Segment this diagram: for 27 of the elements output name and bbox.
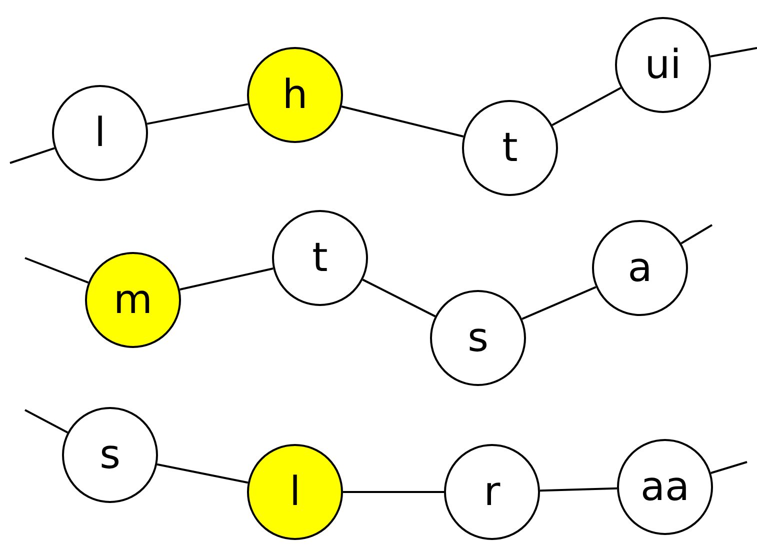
- letter-label: s: [468, 318, 488, 358]
- connector-line: [710, 47, 757, 58]
- letter-label: s: [100, 435, 120, 475]
- connector-line: [552, 87, 622, 126]
- letter-label: l: [94, 113, 106, 153]
- connector-line: [24, 257, 89, 284]
- letter-label: ui: [644, 45, 682, 85]
- connector-line: [341, 106, 464, 138]
- connector-line: [146, 103, 248, 125]
- letter-label: l: [289, 472, 301, 512]
- letter-label: h: [282, 75, 308, 115]
- connector-line: [362, 278, 436, 318]
- connector-line: [343, 491, 444, 493]
- connector-line: [24, 409, 68, 434]
- letter-label: a: [628, 248, 652, 288]
- letter-label: t: [502, 128, 518, 168]
- connector-line: [180, 268, 274, 290]
- letter-label: t: [312, 238, 328, 278]
- connector-line: [156, 463, 248, 484]
- connector-line: [540, 487, 618, 492]
- letter-label: m: [114, 280, 152, 320]
- letter-label: aa: [640, 467, 690, 507]
- letter-label: r: [484, 472, 500, 512]
- connector-line: [10, 147, 55, 164]
- connector-line: [522, 286, 596, 320]
- connector-line: [710, 461, 748, 474]
- connector-line: [680, 224, 713, 244]
